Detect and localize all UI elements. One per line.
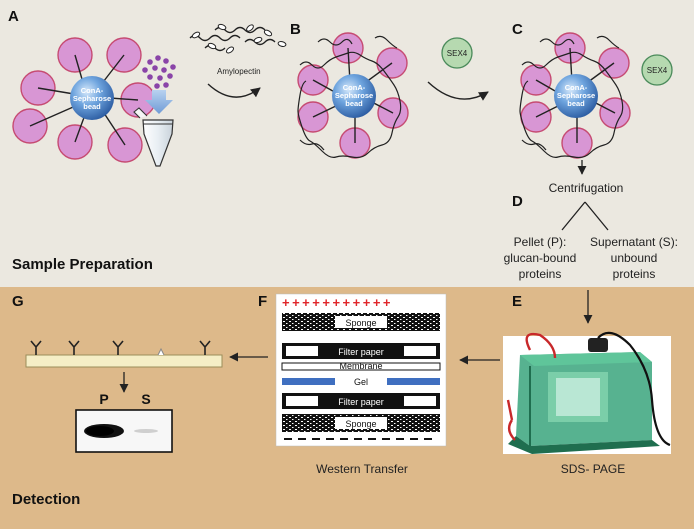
stack-filter-paper-top: Filter paper [338, 347, 384, 357]
split-arrows [561, 201, 609, 231]
bead-label-line2: Sepharose [335, 91, 373, 100]
bead-label-line3: bead [83, 102, 101, 111]
western-transfer-label: Western Transfer [316, 462, 408, 476]
western-blot-image [75, 409, 173, 453]
pipette-arrow-icon [145, 90, 173, 114]
antibody-icons [30, 340, 211, 355]
sepharose-bead [70, 76, 114, 120]
stack-filter-paper-bottom: Filter paper [338, 397, 384, 407]
stack-membrane: Membrane [339, 361, 382, 371]
panel-label-b: B [290, 21, 301, 38]
bead-label-line3: bead [567, 99, 585, 108]
panel-label-f: F [258, 293, 267, 310]
arrow-a-to-b [207, 83, 261, 98]
amylopectin-label: Amylopectin [217, 67, 261, 76]
sds-page-apparatus-icon [503, 331, 671, 454]
membrane-strip [25, 354, 223, 368]
panel-label-c: C [512, 21, 523, 38]
blot-lane-s: S [141, 391, 150, 407]
sex4-label: SEX4 [447, 49, 468, 58]
stack-sponge-top: Sponge [345, 318, 376, 328]
bead-label-line1: ConA- [565, 83, 588, 92]
section-title-detection: Detection [12, 491, 80, 508]
western-transfer-stack: +++++++++++ Sponge Filter paper Membrane… [275, 293, 447, 447]
stack-gel: Gel [354, 377, 368, 387]
bead-label-line1: ConA- [81, 86, 104, 95]
sds-page-label: SDS- PAGE [561, 462, 625, 476]
bead-label-line1: ConA- [343, 83, 366, 92]
sample-tube-icon [133, 107, 174, 167]
anode-plus-signs: +++++++++++ [282, 295, 393, 310]
panel-label-d: D [512, 193, 523, 210]
panel-label-g: G [12, 293, 24, 310]
amylopectin-chains [189, 26, 276, 52]
panel-label-e: E [512, 293, 522, 310]
supernatant-line1: Supernatant (S): [590, 235, 678, 249]
section-title-sample-preparation: Sample Preparation [12, 256, 153, 273]
panel-label-a: A [8, 8, 19, 25]
supernatant-line2: unbound [611, 251, 658, 265]
arrow-b-to-c [427, 81, 489, 101]
sex4-protein-icon [441, 37, 473, 69]
bead-label-line3: bead [345, 99, 363, 108]
panel-b-bead-complex: ConA- Sepharose bead [297, 32, 409, 159]
centrifugation-label: Centrifugation [549, 181, 624, 195]
unbound-site-mark [157, 347, 165, 356]
panel-c-bead-complex: ConA- Sepharose bead SEX4 [519, 32, 673, 159]
sex4-bound-label: SEX4 [647, 66, 668, 75]
pellet-line1: Pellet (P): [514, 235, 567, 249]
amylopectin-glucose-units [191, 23, 287, 54]
supernatant-line3: proteins [613, 267, 656, 281]
sex4-bound-icon [641, 54, 673, 86]
sample-protein-dots [142, 55, 176, 89]
bead-label-line2: Sepharose [557, 91, 595, 100]
bead-label-line2: Sepharose [73, 94, 111, 103]
stack-sponge-bottom: Sponge [345, 419, 376, 429]
pellet-line3: proteins [519, 267, 562, 281]
panel-a-bead-complex: ConA- Sepharose bead [12, 37, 156, 163]
pellet-line2: glucan-bound [504, 251, 577, 265]
blot-lane-p: P [99, 391, 108, 407]
